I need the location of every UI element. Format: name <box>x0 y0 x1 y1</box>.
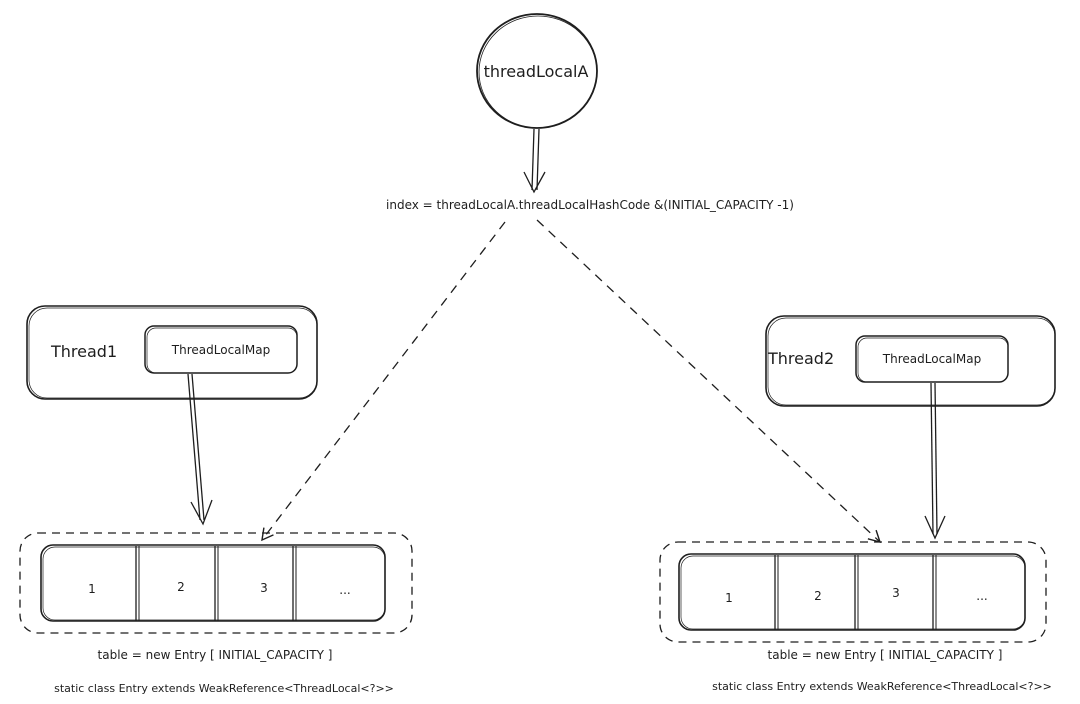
arrow-map1-to-table1 <box>187 373 213 526</box>
thread1-map-label: ThreadLocalMap <box>171 343 270 357</box>
thread1-box: Thread1 ThreadLocalMap <box>26 305 318 400</box>
table1-caption: table = new Entry [ INITIAL_CAPACITY ] <box>98 648 333 662</box>
table2-cell-4: ... <box>976 589 987 603</box>
thread-local-a-label: threadLocalA <box>484 62 589 81</box>
dashed-arrow-to-table2 <box>536 219 882 544</box>
thread2-map-label: ThreadLocalMap <box>882 352 981 366</box>
table1-cell-1: 1 <box>88 582 96 596</box>
thread-local-a-node: threadLocalA <box>476 13 598 129</box>
arrow-map2-to-table2 <box>924 382 946 540</box>
thread2-box: Thread2 ThreadLocalMap <box>765 315 1056 407</box>
dashed-arrow-to-table1 <box>261 221 506 542</box>
table2-cell-1: 1 <box>725 591 733 605</box>
table2-entry-caption: static class Entry extends WeakReference… <box>712 680 1052 693</box>
table2-cell-3: 3 <box>892 586 900 600</box>
table1-entry-caption: static class Entry extends WeakReference… <box>54 682 394 695</box>
table1: 1 2 3 ... <box>19 532 413 634</box>
index-formula: index = threadLocalA.threadLocalHashCode… <box>386 198 794 212</box>
arrow-node-to-formula <box>523 128 546 194</box>
table2-cell-2: 2 <box>814 589 822 603</box>
thread1-label: Thread1 <box>50 342 117 361</box>
table2: 1 2 3 ... <box>659 541 1047 643</box>
table2-caption: table = new Entry [ INITIAL_CAPACITY ] <box>768 648 1003 662</box>
table1-cell-4: ... <box>339 583 350 597</box>
table1-cell-3: 3 <box>260 581 268 595</box>
table1-cell-2: 2 <box>177 580 185 594</box>
thread2-label: Thread2 <box>767 349 834 368</box>
